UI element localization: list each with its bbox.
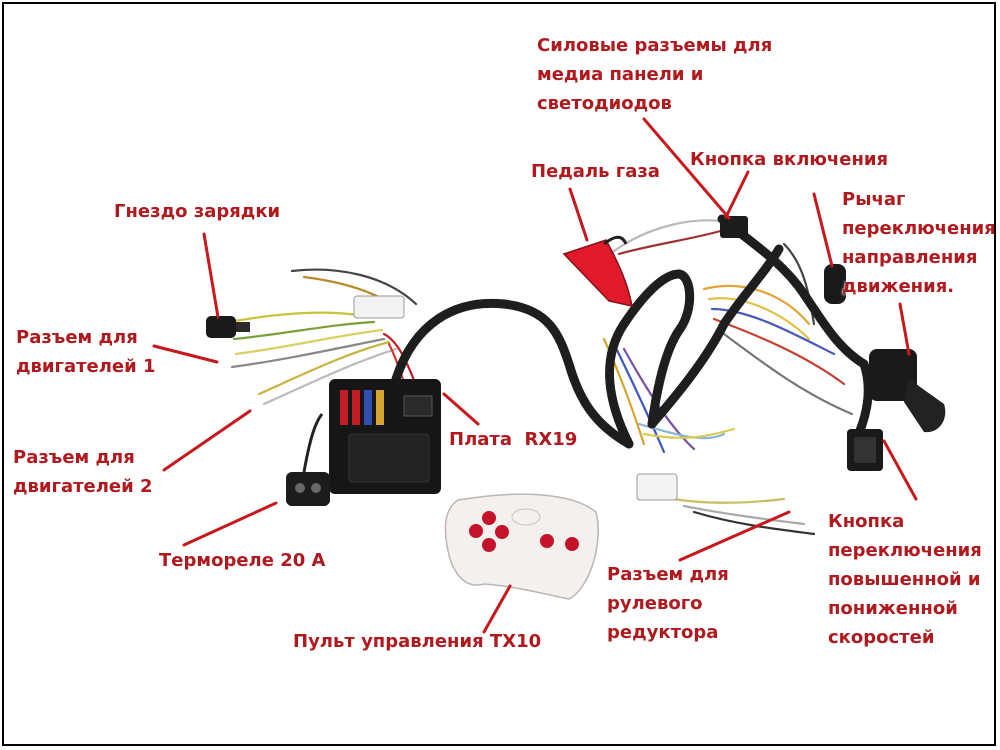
- direction-lever: [824, 264, 946, 433]
- leader-speed-button: [882, 439, 918, 501]
- power-button-part: [720, 216, 748, 238]
- label-power-button: Кнопка включения: [690, 149, 889, 170]
- leader-direction-lever-2: [898, 302, 911, 356]
- main-black-cable: [391, 214, 873, 449]
- label-motor2-connector: Разъем для двигателей 2: [13, 447, 153, 497]
- label-board: Плата RX19: [449, 429, 578, 450]
- remote-control: [444, 493, 599, 600]
- charging-socket: [206, 316, 250, 338]
- wiring-harness-illustration: [152, 117, 946, 634]
- thin-wires: [227, 219, 854, 536]
- label-power-connectors: Силовые разъемы для медиа панели и свето…: [537, 35, 773, 114]
- leader-lines: [152, 117, 918, 634]
- leader-charging-socket: [202, 232, 220, 319]
- gas-pedal: [562, 235, 633, 307]
- label-motor1-connector: Разъем для двигателей 1: [16, 327, 156, 377]
- leader-motor1: [152, 344, 219, 364]
- label-thermal-relay: Термореле 20 А: [159, 550, 326, 571]
- leader-gas-pedal: [568, 187, 589, 242]
- label-gas-pedal: Педаль газа: [531, 161, 660, 182]
- leader-power-button: [724, 170, 750, 219]
- leader-thermal-relay: [182, 501, 278, 547]
- label-speed-button: Кнопка переключения повышенной и понижен…: [828, 511, 982, 648]
- label-remote: Пульт управления TX10: [293, 631, 542, 652]
- leader-board: [442, 392, 480, 426]
- thermal-relay: [286, 413, 330, 506]
- speed-switch: [847, 429, 883, 471]
- leader-remote: [482, 584, 512, 634]
- label-direction-lever: Рычаг переключения направления движения.: [842, 189, 996, 297]
- leader-direction-lever: [812, 192, 834, 268]
- leader-power-connectors: [642, 117, 731, 220]
- leader-steering: [678, 510, 791, 562]
- leader-motor2: [162, 409, 252, 472]
- label-steering-connector: Разъем для рулевого редуктора: [607, 564, 729, 643]
- label-charging-socket: Гнездо зарядки: [114, 201, 281, 222]
- controller-board: [329, 379, 441, 494]
- white-connectors: [353, 295, 678, 501]
